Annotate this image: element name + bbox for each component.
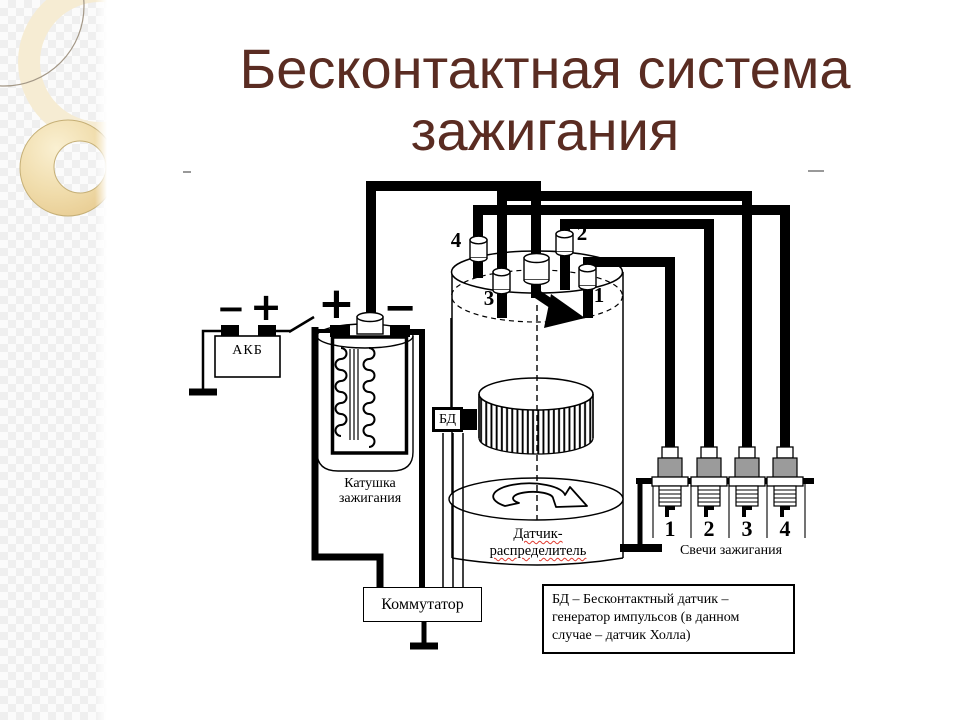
- battery-label: АКБ: [232, 343, 263, 358]
- ignition-coil-drawing: [316, 311, 414, 472]
- plug-number-1: 1: [664, 516, 676, 541]
- rotation-arrow-icon: [492, 482, 588, 508]
- slide-title-line1: Бесконтактная система: [239, 37, 851, 100]
- primary-winding: [334, 347, 348, 437]
- legend-box: БД – Бесконтактный датчик – генератор им…: [542, 584, 795, 654]
- slide-side-decoration: [0, 0, 107, 720]
- distributor-shutter-drum: [478, 377, 594, 455]
- slide-title: Бесконтактная система зажигания: [130, 38, 960, 162]
- hall-sensor-terminal: [463, 409, 477, 430]
- spark-plug: [690, 446, 728, 517]
- strip-fade: [95, 0, 107, 720]
- spark-plugs-label: Свечи зажигания: [679, 543, 783, 558]
- rotor-disc: [448, 477, 624, 521]
- coil-minus-sign: −: [383, 285, 417, 331]
- cap-terminal-towers: [469, 229, 597, 295]
- plug-number-2: 2: [703, 516, 715, 541]
- hall-sensor-label: БД: [438, 411, 457, 427]
- hall-sensor-box: БД: [432, 407, 463, 432]
- ignition-switch-blade: [288, 315, 315, 334]
- spark-plug: [728, 446, 766, 517]
- rotor-contact-arrow: [534, 290, 585, 328]
- legend-line3: случае – датчик Холла): [552, 628, 691, 643]
- battery-minus-sign: −: [216, 289, 246, 329]
- slide-title-line2: зажигания: [410, 99, 680, 162]
- battery-plus-sign: +: [250, 285, 282, 329]
- cap-terminal-number-4: 4: [450, 228, 462, 252]
- commutator-label: Коммутатор: [381, 595, 464, 613]
- legend-line2: генератор импульсов (в данном: [552, 610, 740, 625]
- outline-circle: [0, 0, 85, 87]
- secondary-winding: [362, 347, 376, 448]
- cap-terminal-number-2: 2: [576, 221, 588, 245]
- ignition-coil-label: Катушка зажигания: [338, 476, 402, 506]
- cap-terminal-number-1: 1: [593, 283, 605, 307]
- crop-artifact-right: [808, 170, 824, 172]
- cap-terminal-number-3: 3: [483, 286, 495, 310]
- battery-drawing: [214, 325, 281, 378]
- spark-plugs-drawing: [620, 446, 814, 552]
- cream-ring-arc: [18, 0, 107, 144]
- distributor-label: Датчик- распределитель: [489, 526, 587, 559]
- plug-number-4: 4: [779, 516, 791, 541]
- coil-plus-sign: +: [318, 278, 355, 329]
- spark-plug: [651, 446, 689, 517]
- plug-number-3: 3: [741, 516, 753, 541]
- legend-line1: БД – Бесконтактный датчик –: [552, 592, 729, 607]
- commutator-box: Коммутатор: [363, 587, 482, 622]
- crop-artifact-left: [183, 171, 191, 173]
- spark-plug: [766, 446, 804, 517]
